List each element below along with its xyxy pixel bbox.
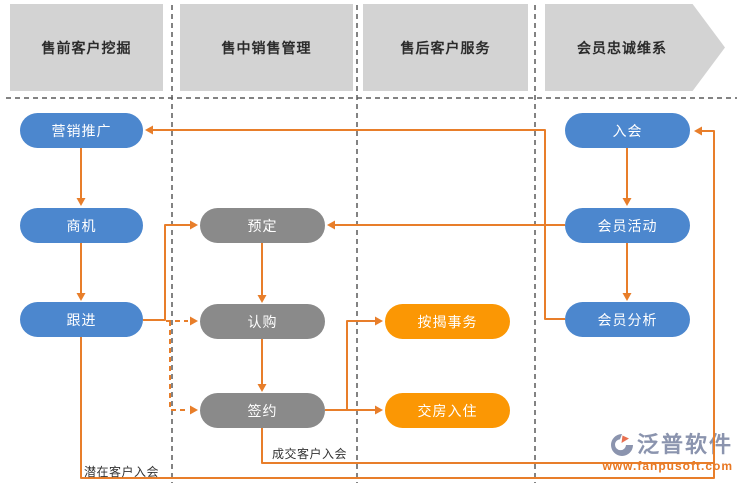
node-join-member: 入会 bbox=[565, 113, 690, 148]
fanpu-swoosh-icon bbox=[609, 432, 635, 458]
stage-header-presale-mining: 售前客户挖掘 bbox=[10, 4, 163, 91]
node-mortgage: 按揭事务 bbox=[385, 304, 510, 339]
node-member-analysis: 会员分析 bbox=[565, 302, 690, 337]
logo-company-name: 泛普软件 bbox=[636, 432, 733, 457]
arrowheads bbox=[76, 125, 702, 415]
node-subscription: 认购 bbox=[200, 304, 325, 339]
node-signing: 签约 bbox=[200, 393, 325, 428]
node-reservation: 预定 bbox=[200, 208, 325, 243]
stage-header-aftersale-service: 售后客户服务 bbox=[363, 4, 528, 91]
node-opportunity: 商机 bbox=[20, 208, 143, 243]
fanpu-logo: 泛普软件 www.fanpusoft.com bbox=[602, 432, 733, 474]
logo-website: www.fanpusoft.com bbox=[602, 459, 733, 473]
node-move-in: 交房入住 bbox=[385, 393, 510, 428]
annotation-deal-customer-join: 成交客户入会 bbox=[272, 447, 348, 461]
stage-header-sale-management: 售中销售管理 bbox=[180, 4, 353, 91]
node-marketing: 营销推广 bbox=[20, 113, 143, 148]
node-member-activity: 会员活动 bbox=[565, 208, 690, 243]
stage-header-member-loyalty: 会员忠诚维系 bbox=[545, 4, 725, 91]
node-follow-up: 跟进 bbox=[20, 302, 143, 337]
annotation-potential-customer-join: 潜在客户入会 bbox=[84, 465, 160, 479]
